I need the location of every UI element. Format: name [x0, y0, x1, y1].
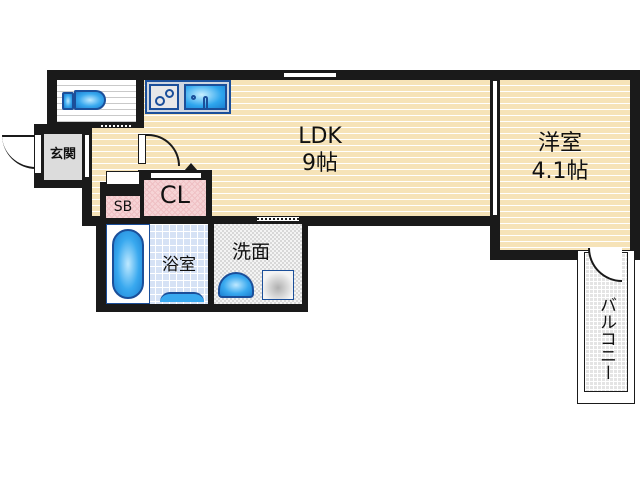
entrance-door[interactable] [2, 135, 36, 169]
washroom-vent [256, 216, 300, 222]
toilet-icon [62, 90, 108, 112]
stove-icon [149, 84, 179, 110]
closet-floor [144, 180, 206, 216]
outer-wall-top [47, 70, 640, 80]
entrance-label: 玄関 [49, 147, 76, 162]
shoebox-floor [106, 196, 140, 218]
washing-machine-pan-icon [262, 270, 294, 300]
wall-toilet-left [47, 70, 57, 130]
ldk-size: 9帖 [302, 151, 338, 176]
kitchen-sink-icon [184, 84, 227, 110]
western-room-name: 洋室 [537, 131, 582, 156]
bathtub-icon [106, 224, 150, 304]
shoebox-label: SB [113, 199, 133, 215]
closet-label: CL [159, 181, 191, 209]
washroom-label: 洗面 [231, 241, 270, 263]
hallway-wall-panel [84, 134, 90, 178]
western-room-size: 4.1帖 [531, 159, 589, 184]
bath-drain-icon [160, 292, 204, 302]
shoebox-door[interactable] [106, 171, 140, 185]
entrance-door-frame [34, 134, 42, 174]
bathroom-label: 浴室 [162, 255, 196, 275]
wall-washroom-divider [208, 216, 214, 308]
closet-door[interactable] [150, 172, 202, 179]
balcony-label: バルコニー [596, 295, 616, 381]
ldk-name: LDK [298, 124, 342, 149]
wall-ldk-bottom [300, 216, 500, 226]
washbasin-icon [218, 272, 254, 298]
western-sliding-door[interactable] [492, 80, 498, 216]
ldk-window[interactable] [283, 71, 337, 79]
toilet-vent [98, 124, 134, 128]
closet-door-marker [184, 163, 198, 171]
entrance-floor [44, 134, 82, 180]
wall-toilet-right [136, 70, 144, 126]
hall-door-frame [138, 134, 146, 164]
western-room-floor [500, 80, 630, 250]
